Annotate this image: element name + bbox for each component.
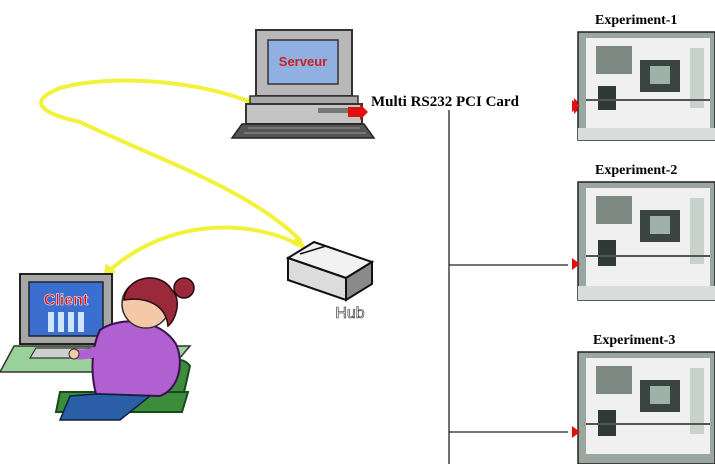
experiment-1: Experiment-1 (572, 13, 715, 141)
client-screen-label: Client (44, 292, 89, 309)
server-computer: Serveur (230, 29, 376, 139)
arrowhead-hub (291, 234, 307, 250)
experiment-3-title: Experiment-3 (593, 333, 675, 348)
client-screen (28, 281, 104, 337)
experiment-3: Experiment-3 (572, 333, 715, 464)
hub-label: Hub (335, 305, 364, 322)
experiment-2: Experiment-2 (572, 163, 715, 301)
user-shirt (91, 320, 181, 398)
server-screen-label: Serveur (279, 54, 327, 69)
yellow-links (39, 78, 304, 274)
server-screen (267, 39, 339, 85)
user-hair (123, 277, 178, 328)
link-client-hub (106, 225, 304, 274)
server-keyboard (230, 123, 376, 139)
serial-bus (448, 110, 568, 464)
pci-card-label: Multi RS232 PCI Card (371, 94, 520, 110)
client-workstation: Client (0, 273, 195, 421)
experiment-1-title: Experiment-1 (595, 13, 677, 28)
experiment-2-title: Experiment-2 (595, 163, 677, 178)
server-red-arrow-icon (348, 104, 368, 120)
link-server-loop (39, 78, 302, 242)
hub-device: Hub (285, 240, 375, 322)
